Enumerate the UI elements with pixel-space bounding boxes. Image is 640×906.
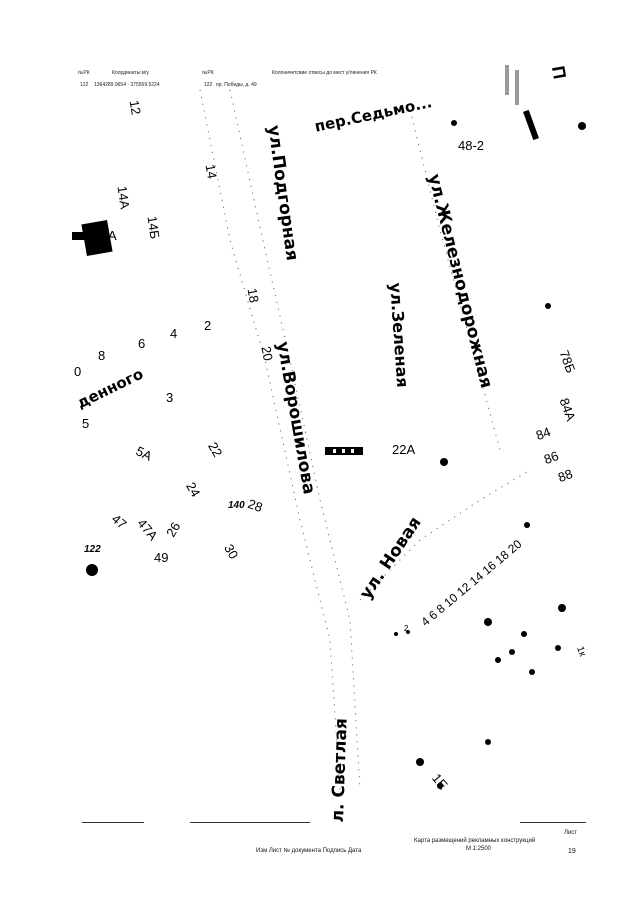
footer-line-mid	[190, 822, 310, 823]
house-5: 5	[82, 416, 90, 431]
dot-9	[529, 669, 535, 675]
dot-10	[555, 645, 561, 651]
building-14a-annex	[72, 232, 84, 240]
dot-14	[406, 630, 410, 634]
house-8: 8	[98, 348, 106, 363]
street-svetlaya: л. Светлая	[328, 717, 352, 823]
footer-title: Карта размещений рекламных конструкций	[414, 838, 536, 844]
house-2-small: 2	[404, 624, 409, 633]
header-row-id2: 122	[204, 82, 213, 88]
house-20: 20	[258, 345, 276, 362]
dot-5	[484, 618, 492, 626]
house-122: 122	[84, 544, 101, 555]
footer-sheet-label: Лист	[564, 830, 578, 836]
dot-2	[440, 458, 448, 466]
header-row-coords: 1364289.9654 · 375569.5224	[94, 82, 160, 88]
footer-scale: М 1:2500	[466, 846, 492, 852]
dot-16	[578, 122, 586, 130]
dot-7	[509, 649, 515, 655]
header-col2-title: Координаты м/у	[112, 70, 149, 76]
header-row-id: 122	[80, 82, 89, 88]
house-12: 12	[126, 99, 144, 116]
house-18: 18	[244, 287, 262, 304]
facility-gap-3	[351, 449, 354, 453]
header-col3-title: №РК	[202, 70, 214, 76]
road-edge-east	[409, 109, 501, 451]
dot-3	[524, 522, 530, 528]
facility-gap-2	[342, 449, 345, 453]
house-14a: 14А	[114, 184, 133, 211]
house-22a: 22А	[392, 442, 416, 457]
house-6: 6	[138, 336, 146, 351]
footer-legend: Изм Лист № документа Подпись Дата	[256, 848, 362, 854]
house-14b: 14Б	[144, 215, 163, 240]
header-row-address: пр. Победы, д. 49	[216, 82, 257, 88]
house-2: 2	[204, 318, 212, 333]
dot-1	[451, 120, 457, 126]
dot-6	[521, 631, 527, 637]
facility-gap-1	[333, 449, 336, 453]
house-14: 14	[202, 163, 220, 180]
road-edge-left	[199, 89, 341, 791]
dot-11	[485, 739, 491, 745]
dot-4	[558, 604, 566, 612]
dot-13	[437, 783, 443, 789]
marker-top-right	[523, 109, 539, 141]
hatch-1	[505, 65, 509, 95]
footer-sheet-number: 19	[568, 848, 576, 855]
header-col4-title: Колоничетсвие отвесы до мест у/линения Р…	[272, 70, 377, 76]
header-col1-title: №РК	[78, 70, 90, 76]
footer-line-right	[520, 822, 586, 823]
dot-8	[495, 657, 501, 663]
location-marker-122	[86, 564, 98, 576]
footer-line-left	[82, 822, 144, 823]
house-4: 4	[170, 326, 178, 341]
dot-15	[394, 632, 398, 636]
house-49: 49	[154, 550, 169, 565]
hatch-2	[515, 70, 519, 105]
house-3: 3	[166, 390, 174, 405]
house-140: 140	[228, 500, 245, 511]
house-14a-left: А	[108, 228, 117, 243]
dot-12	[416, 758, 424, 766]
road-edge-novaya	[359, 469, 531, 601]
house-0: 0	[74, 364, 82, 379]
dot-17	[545, 303, 551, 309]
house-48-2: 48-2	[458, 138, 485, 153]
